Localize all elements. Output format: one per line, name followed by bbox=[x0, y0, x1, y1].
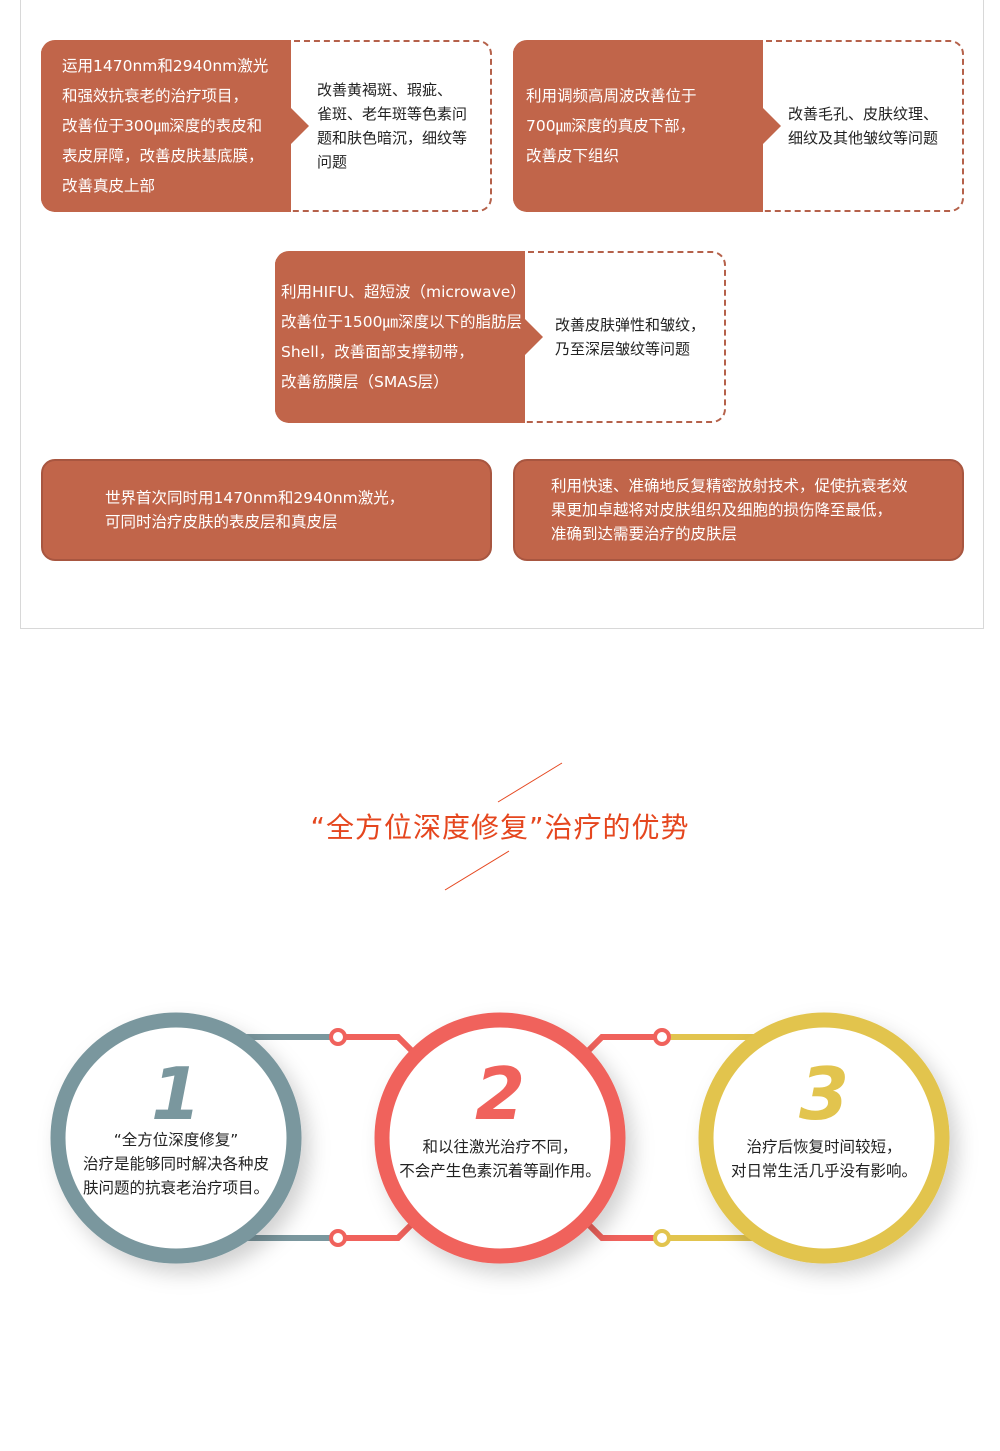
advantage-ring-3 bbox=[698, 1012, 950, 1264]
card-text: 运用1470nm和2940nm激光 bbox=[62, 57, 269, 75]
advantage-line: “全方位深度修复” bbox=[113, 1131, 239, 1149]
card-result: 改善毛孔、皮肤纹理、 bbox=[788, 105, 939, 123]
card-text: 改善位于300㎛深度的表皮和 bbox=[62, 117, 263, 135]
advantage-line: 治疗是能够同时解决各种皮 bbox=[82, 1155, 269, 1173]
wide-card-1: 世界首次同时用1470nm和2940nm激光， 可同时治疗皮肤的表皮层和真皮层 bbox=[41, 459, 492, 561]
advantage-text-3: 治疗后恢复时间较短， 对日常生活几乎没有影响。 bbox=[714, 1135, 934, 1183]
card-text: 准确到达需要治疗的皮肤层 bbox=[551, 525, 738, 543]
advantage-number: 1 bbox=[150, 1052, 202, 1136]
title-accent-line bbox=[444, 850, 510, 891]
feature-card-2: 利用调频高周波改善位于 700㎛深度的真皮下部， 改善皮下组织 改善毛孔、皮肤纹… bbox=[513, 40, 964, 212]
connector-node bbox=[329, 1229, 347, 1247]
card-text: 和强效抗衰老的治疗项目， bbox=[62, 87, 249, 105]
card-result: 题和肤色暗沉，细纹等 bbox=[317, 129, 468, 147]
card-result: 雀斑、老年斑等色素问 bbox=[317, 105, 468, 123]
card-text: 700㎛深度的真皮下部， bbox=[526, 117, 696, 135]
advantage-line: 不会产生色素沉着等副作用。 bbox=[399, 1162, 601, 1180]
card-text: Shell，改善面部支撑韧带， bbox=[281, 343, 474, 361]
card-text: 改善真皮上部 bbox=[62, 177, 156, 195]
card-text: 改善皮下组织 bbox=[526, 147, 620, 165]
card-text: 利用HIFU、超短波（microwave） bbox=[281, 283, 526, 301]
features-panel bbox=[20, 0, 984, 629]
card-text: 改善筋膜层（SMAS层） bbox=[281, 373, 449, 391]
card-text: 利用快速、准确地反复精密放射技术，促使抗衰老效 bbox=[551, 477, 908, 495]
advantage-text-2: 和以往激光治疗不同， 不会产生色素沉着等副作用。 bbox=[390, 1135, 610, 1183]
card-text: 改善位于1500㎛深度以下的脂肪层 bbox=[281, 313, 522, 331]
connector bbox=[338, 1034, 421, 1060]
advantage-number: 2 bbox=[474, 1052, 526, 1136]
advantage-line: 和以往激光治疗不同， bbox=[422, 1138, 578, 1156]
advantage-line: 对日常生活几乎没有影响。 bbox=[730, 1162, 917, 1180]
card-result: 改善黄褐斑、瑕疵、 bbox=[317, 81, 453, 99]
card-result: 问题 bbox=[317, 153, 348, 171]
card-result: 改善皮肤弹性和皱纹， bbox=[555, 316, 706, 334]
title-accent-line bbox=[497, 762, 563, 803]
advantage-ring-1 bbox=[50, 1012, 302, 1264]
card-text: 果更加卓越将对皮肤组织及细胞的损伤降至最低， bbox=[551, 501, 893, 519]
section-title: “全方位深度修复”治疗的优势 bbox=[310, 811, 690, 844]
card-text: 表皮屏障，改善皮肤基底膜， bbox=[62, 147, 264, 165]
advantage-ring-2 bbox=[374, 1012, 626, 1264]
connector-node bbox=[653, 1229, 671, 1247]
advantage-line: 肤问题的抗衰老治疗项目。 bbox=[82, 1179, 269, 1197]
card-text: 世界首次同时用1470nm和2940nm激光， bbox=[105, 489, 405, 507]
feature-card-3: 利用HIFU、超短波（microwave） 改善位于1500㎛深度以下的脂肪层 … bbox=[275, 251, 726, 423]
connector bbox=[579, 1034, 662, 1060]
connector-node bbox=[329, 1028, 347, 1046]
connector-node bbox=[653, 1028, 671, 1046]
advantage-line: 治疗后恢复时间较短， bbox=[746, 1138, 902, 1156]
card-result: 乃至深层皱纹等问题 bbox=[555, 340, 691, 358]
card-text: 可同时治疗皮肤的表皮层和真皮层 bbox=[105, 513, 338, 531]
card-text: 利用调频高周波改善位于 bbox=[526, 87, 697, 105]
advantage-number: 3 bbox=[798, 1052, 850, 1136]
feature-card-1: 运用1470nm和2940nm激光 和强效抗衰老的治疗项目， 改善位于300㎛深… bbox=[41, 40, 492, 212]
card-result: 细纹及其他皱纹等问题 bbox=[788, 129, 939, 147]
wide-card-2: 利用快速、准确地反复精密放射技术，促使抗衰老效 果更加卓越将对皮肤组织及细胞的损… bbox=[513, 459, 964, 561]
advantage-text-1: “全方位深度修复” 治疗是能够同时解决各种皮 肤问题的抗衰老治疗项目。 bbox=[66, 1128, 286, 1200]
